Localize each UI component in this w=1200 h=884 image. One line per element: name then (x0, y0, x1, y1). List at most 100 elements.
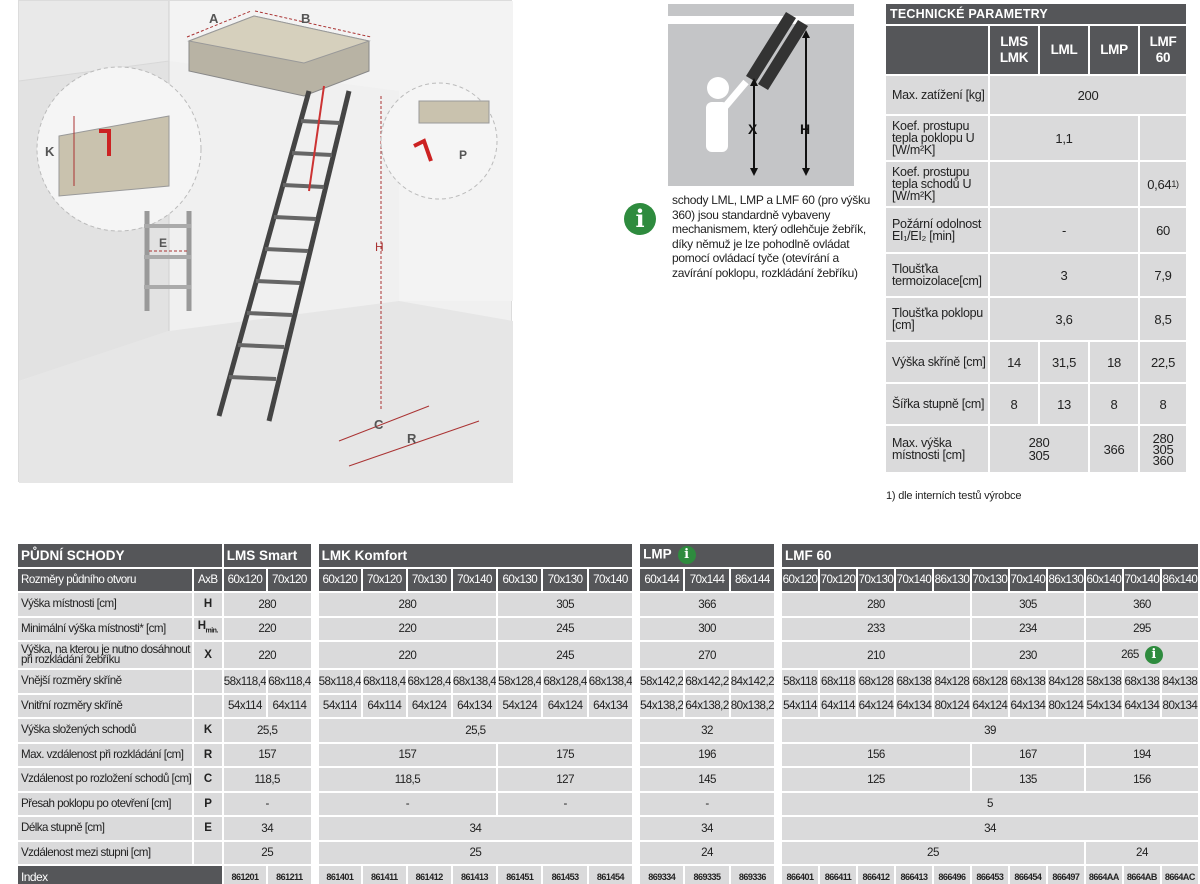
label-E: E (159, 236, 167, 250)
value-lmf: 68x128 (971, 670, 1008, 693)
value-lmf: 64x134 (895, 694, 932, 717)
value-lmf: 194 (1085, 743, 1198, 766)
index-lmf: 866496 (933, 866, 970, 884)
value-lmf: 135 (971, 768, 1084, 791)
value-lmf: 360 (1085, 593, 1198, 616)
row-symbol-text: R (203, 748, 212, 761)
row-symbol-text: K (203, 724, 212, 737)
table-gap (313, 670, 317, 693)
table-gap (313, 593, 317, 616)
index-label: Index (18, 866, 222, 884)
value-lmk: 245 (498, 617, 633, 640)
tech-value-insulation: 3 (990, 254, 1138, 296)
tech-value-fire-lmf: 60 (1140, 208, 1186, 252)
row-label: Max. vzdálenost při rozkládání [cm] (18, 743, 192, 766)
value-lmk: 54x124 (498, 694, 542, 717)
tech-label-fire: Požární odolnost EI₁/EI₂ [min] (886, 208, 988, 252)
label-B: B (301, 11, 310, 26)
table-gap (634, 670, 638, 693)
info-icon: i (677, 546, 696, 565)
value-lms: 54x114 (223, 694, 267, 717)
value-lmf-text: 135 (1019, 772, 1037, 786)
value-lmp: 68x142,2 (685, 670, 729, 693)
row-label: Výška složených schodů (18, 719, 192, 742)
value-lmf-text: 280 (867, 597, 885, 611)
size-lmf: 70x140 (1009, 568, 1046, 591)
value-lms: 34 (223, 817, 311, 840)
value-lmk: 64x124 (543, 694, 587, 717)
value-lmf: 68x118 (820, 670, 856, 693)
tech-header-blank (886, 26, 988, 74)
index-lmf: 866497 (1047, 866, 1084, 884)
row-symbol-text: H (203, 598, 212, 611)
table-gap (313, 569, 317, 592)
tech-label-maxh: Max. výška místnosti [cm] (886, 426, 988, 472)
table-gap (776, 768, 780, 791)
table-gap (776, 593, 780, 616)
value-lmk: 127 (498, 768, 633, 791)
value-lmf: 84x128 (933, 670, 970, 693)
value-lms: 280 (223, 593, 311, 616)
table-gap (776, 719, 780, 742)
value-lmp: 270 (640, 642, 775, 668)
row-label: Vnitřní rozměry skříně (18, 694, 192, 717)
value-lmf-text: 305 (1019, 597, 1037, 611)
value-lmf: 167 (971, 743, 1084, 766)
value-lmf: 234 (971, 617, 1084, 640)
row-symbol-text: P (204, 797, 212, 810)
tech-title: TECHNICKÉ PARAMETRY (886, 4, 1186, 24)
tech-value-fire: - (990, 208, 1138, 252)
row-label: Délka stupně [cm] (18, 817, 192, 840)
value-lmp: 366 (640, 593, 775, 616)
row-symbol: X (193, 642, 222, 668)
value-lms: 118,5 (223, 768, 311, 791)
label-A: A (209, 11, 219, 26)
value-lmf: 305 (971, 593, 1084, 616)
label-H-small: H (800, 121, 810, 137)
value-lmf: 5 (782, 792, 1198, 815)
row-symbol: K (193, 719, 222, 742)
label-X: X (748, 121, 758, 137)
tech-value-maxh-lmp: 366 (1090, 426, 1138, 472)
table-gap (634, 817, 638, 840)
label-C: C (374, 417, 384, 432)
value-lmf-text: 230 (1019, 648, 1037, 662)
value-lmk: - (318, 792, 497, 815)
value-lmf: 80x134 (1161, 694, 1198, 717)
value-lmk: 58x118,4 (318, 670, 362, 693)
size-lmf: 86x130 (933, 568, 970, 591)
table-gap (634, 719, 638, 742)
tech-header-lmf: LMF 60 (1140, 26, 1186, 74)
table-gap (634, 768, 638, 791)
tech-value-insulation-lmf: 7,9 (1140, 254, 1186, 296)
value-lmf-text: 295 (1133, 622, 1151, 636)
value-lmf: 64x124 (857, 694, 894, 717)
table-gap (634, 593, 638, 616)
table-gap (634, 695, 638, 718)
tech-value-u-stairs-blank (990, 162, 1138, 206)
value-lmk: 118,5 (318, 768, 497, 791)
value-lmk: 68x138,4 (588, 670, 633, 693)
value-lmk: 64x134 (452, 694, 497, 717)
value-lmf: 280 (782, 593, 970, 616)
tech-value-load: 200 (990, 76, 1186, 114)
row-label: Výška místnosti [cm] (18, 593, 192, 616)
row-symbol-sub: min. (205, 627, 219, 635)
row-symbol: Hmin. (193, 617, 222, 640)
value-lmf-text: 125 (867, 772, 885, 786)
value-lmk: 220 (318, 642, 497, 668)
label-K: K (45, 144, 55, 159)
value-lms: 157 (223, 743, 311, 766)
value-lmf-text: 210 (867, 648, 885, 662)
value-lmf: 84x128 (1047, 670, 1084, 693)
table-gap (776, 817, 780, 840)
index-lmk: 861454 (588, 866, 633, 884)
value-lmf: 210 (782, 642, 970, 668)
table-gap (313, 618, 317, 641)
value-lmf-text: 194 (1133, 748, 1151, 762)
